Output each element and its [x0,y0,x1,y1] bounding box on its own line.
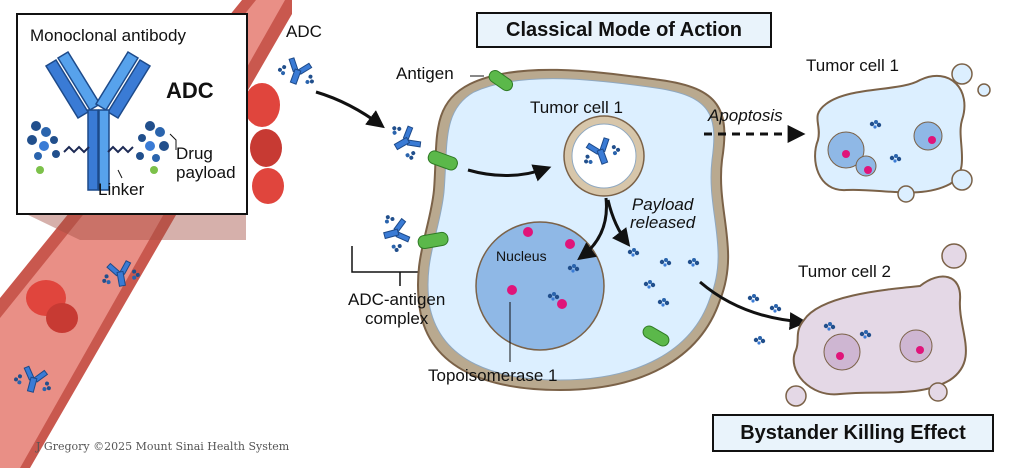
label-adc-antigen-complex: ADC-antigen complex [348,290,446,328]
red-blood-cell-icon [46,303,78,333]
topoisomerase-icon [565,239,575,249]
entry-arrow [315,90,385,129]
label-nucleus: Nucleus [496,248,547,264]
payload-icon [753,336,766,345]
apoptotic-tumor-cell-1 [814,63,991,203]
adc-icon [274,53,320,91]
label-drug-payload: Drug payload [176,144,236,182]
release-arrow-cytoplasm [606,199,631,247]
label-tumor-cell-1-center: Tumor cell 1 [530,98,623,117]
red-blood-cell-icon [250,129,282,167]
payload-icon [769,304,782,313]
title-bystander-effect: Bystander Killing Effect [712,414,994,452]
bystander-tumor-cell-2 [785,243,967,407]
label-payload-released: Payload released [630,195,696,232]
label-monoclonal-antibody: Monoclonal antibody [30,26,186,45]
red-blood-cell-icon [252,168,284,204]
label-topoisomerase: Topoisomerase 1 [428,366,558,385]
antigen-icon [427,150,458,171]
drug-payload-icon [27,121,169,174]
label-adc-inset: ADC [166,78,214,103]
title-classical-mode: Classical Mode of Action [476,12,772,48]
label-antigen: Antigen [396,64,454,83]
label-apoptosis: Apoptosis [708,106,783,125]
monoclonal-antibody-icon [44,50,152,191]
antigen-icon [417,231,449,250]
topoisomerase-icon [523,227,533,237]
label-linker: Linker [98,180,145,199]
topoisomerase-icon [507,285,517,295]
label-tumor-cell-1-right: Tumor cell 1 [806,56,899,75]
antigen-icon [488,70,514,92]
release-arrow-nucleus [577,197,608,261]
internalization-arrow [467,164,552,182]
bound-adc-icon [385,118,427,164]
bound-adc-icon [379,210,414,255]
bystander-arrow [699,280,808,331]
copyright-credit: J Gregory ©2025 Mount Sinai Health Syste… [36,440,290,453]
label-tumor-cell-2-right: Tumor cell 2 [798,262,891,281]
adc-inset-box [16,13,248,240]
linker-icon [107,145,134,154]
antigens [417,70,670,347]
antigen-icon [642,325,670,347]
label-adc-vessel: ADC [286,22,322,41]
payload-icon [747,294,760,303]
red-blood-cell-icon [244,83,280,127]
nucleus-icon [475,221,605,351]
linker-icon [63,145,90,154]
tumor-cell-main [416,68,730,392]
topoisomerase-icon [557,299,567,309]
